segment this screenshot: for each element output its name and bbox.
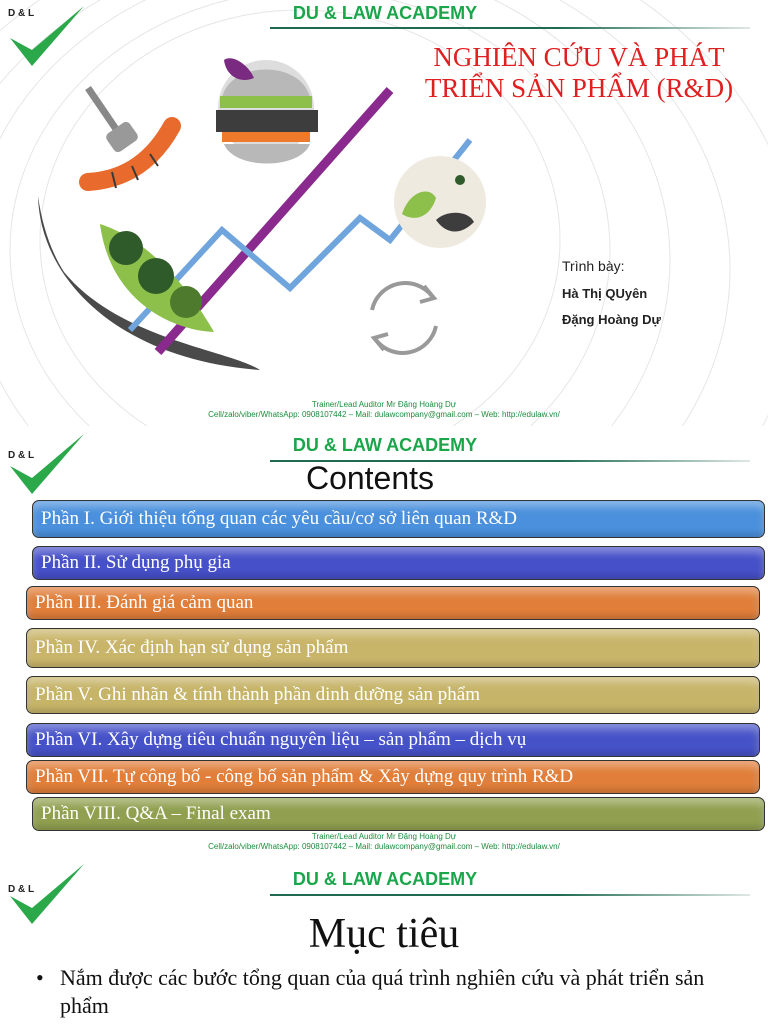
slide-title-line1: NGHIÊN CỨU VÀ PHÁT (433, 42, 725, 72)
rd-illustration (38, 58, 486, 370)
dl-logo (10, 434, 84, 494)
footer: Trainer/Lead Auditor Mr Đặng Hoàng Dự Ce… (0, 400, 768, 420)
contents-title: Contents (305, 460, 435, 496)
logo-text: D & L (8, 450, 35, 461)
cycle-arrows-icon (370, 281, 438, 355)
bowl-arc (38, 196, 260, 370)
academy-rule (270, 460, 750, 462)
footer-line1: Trainer/Lead Auditor Mr Đặng Hoàng Dự (311, 832, 457, 841)
contents-item-2[interactable]: Phần II. Sử dụng phụ gia (32, 546, 765, 580)
objectives-title: Mục tiêu (308, 911, 460, 957)
slide-title-line2: TRIỂN SẢN PHẨM (R&D) (424, 73, 734, 103)
fork-icon (85, 86, 138, 153)
dl-logo (10, 6, 84, 66)
contents-item-3[interactable]: Phần III. Đánh giá cảm quan (26, 586, 760, 620)
contents-item-8[interactable]: Phần VIII. Q&A – Final exam (32, 797, 765, 831)
academy-rule (270, 894, 750, 896)
footer-line1: Trainer/Lead Auditor Mr Đặng Hoàng Dự (311, 400, 457, 409)
academy-name: DU & LAW ACADEMY (292, 3, 478, 23)
presenter-name-1: Hà Thị QUyên (562, 286, 648, 301)
title-slide: D & L DU & LAW ACADEMY (0, 0, 768, 426)
pea-pod-icon (100, 224, 214, 332)
footer-line2: Cell/zalo/viber/WhatsApp: 0908107442 – M… (208, 410, 560, 419)
academy-rule (270, 27, 750, 29)
dl-logo (10, 864, 84, 924)
footer: Trainer/Lead Auditor Mr Đặng Hoàng Dự Ce… (0, 832, 768, 852)
slide-title: NGHIÊN CỨU VÀ PHÁT TRIỂN SẢN PHẨM (R&D) (404, 42, 754, 104)
academy-name: DU & LAW ACADEMY (292, 869, 478, 889)
background-arcs (0, 0, 768, 426)
bullet-text: Nắm được các bước tổng quan của quá trìn… (60, 965, 705, 1018)
plate-icon (394, 156, 486, 248)
academy-name: DU & LAW ACADEMY (292, 435, 478, 455)
contents-item-4[interactable]: Phần IV. Xác định hạn sử dụng sản phẩm (26, 628, 760, 668)
footer-line2: Cell/zalo/viber/WhatsApp: 0908107442 – M… (208, 842, 560, 851)
bullet-dot: • (36, 965, 44, 990)
logo-text: D & L (8, 8, 35, 19)
contents-item-1[interactable]: Phần I. Giới thiệu tổng quan các yêu cầu… (32, 500, 765, 538)
contents-item-7[interactable]: Phần VII. Tự công bố - công bố sản phẩm … (26, 760, 760, 794)
presenter-name-2: Đặng Hoàng Dự (562, 312, 661, 327)
presenter-label: Trình bày: (562, 258, 625, 274)
logo-text: D & L (8, 884, 35, 895)
contents-item-6[interactable]: Phần VI. Xây dựng tiêu chuẩn nguyên liệu… (26, 723, 760, 757)
contents-item-5[interactable]: Phần V. Ghi nhãn & tính thành phần dinh … (26, 676, 760, 714)
objectives-slide: D & L DU & LAW ACADEMY Mục tiêu • Nắm đư… (0, 858, 768, 1024)
burger-icon (216, 58, 318, 164)
contents-slide: D & L DU & LAW ACADEMY Contents Phần I. … (0, 428, 768, 854)
